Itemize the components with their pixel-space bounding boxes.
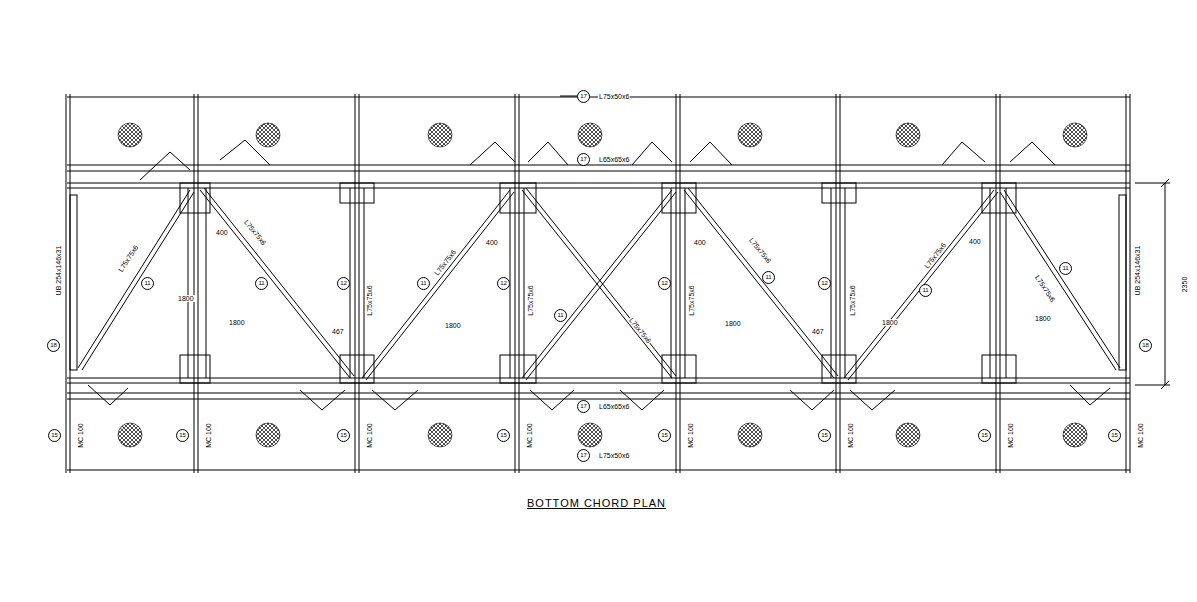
- member-label: L75x75x6: [849, 284, 856, 316]
- callout-number: 15: [497, 429, 510, 442]
- member-label: L75x75x6: [527, 284, 534, 316]
- callout-number: 15: [337, 429, 350, 442]
- callout-number: 15: [978, 429, 991, 442]
- member-label: 2350: [1181, 276, 1188, 294]
- member-label: 1800: [177, 295, 195, 302]
- member-label: 400: [215, 229, 229, 236]
- member-label: MC 100: [1007, 422, 1014, 449]
- callout-number: 17: [577, 400, 590, 413]
- callout-number: 15: [1108, 429, 1121, 442]
- callout-number: 12: [658, 277, 671, 290]
- member-label: MC 100: [1137, 422, 1144, 449]
- member-label: L75x50x6: [598, 93, 630, 100]
- member-label: L75x75x6: [366, 284, 373, 316]
- member-label: L75x50x6: [598, 452, 630, 459]
- member-label: L75x75x6: [688, 284, 695, 316]
- member-label: MC 100: [526, 422, 533, 449]
- member-label: MC 100: [687, 422, 694, 449]
- member-label: MC 100: [205, 422, 212, 449]
- member-label: 400: [968, 238, 982, 245]
- member-label: L75x75x6: [1033, 273, 1056, 304]
- callout-number: 12: [337, 277, 350, 290]
- callout-number: 11: [1059, 262, 1072, 275]
- member-label: 1800: [881, 319, 899, 326]
- member-label: MC 100: [77, 422, 84, 449]
- member-label: L75x75x6: [627, 316, 653, 346]
- callout-number: 11: [554, 309, 567, 322]
- member-label: UB 254x146x31: [55, 245, 62, 297]
- member-label: L75x75x6: [116, 243, 139, 274]
- callout-number: 11: [417, 277, 430, 290]
- member-label: 467: [331, 328, 345, 335]
- member-label: UB 254x146x31: [1134, 245, 1141, 297]
- member-label: 400: [485, 239, 499, 246]
- callout-number: 12: [497, 277, 510, 290]
- callout-number: 11: [255, 277, 268, 290]
- member-label: L75x75x6: [747, 236, 773, 266]
- member-label: 400: [693, 239, 707, 246]
- member-label: L75x75x6: [242, 218, 268, 248]
- callout-number: 15: [176, 429, 189, 442]
- callout-number: 17: [577, 449, 590, 462]
- callout-number: 15: [48, 429, 61, 442]
- member-label: 1800: [1034, 315, 1052, 322]
- member-label: MC 100: [847, 422, 854, 449]
- drawing-title: BOTTOM CHORD PLAN: [527, 497, 666, 509]
- callout-number: 18: [47, 339, 60, 352]
- callout-number: 15: [658, 429, 671, 442]
- member-label: L75x75x6: [922, 241, 947, 271]
- callout-number: 11: [919, 284, 932, 297]
- member-label: MC 100: [366, 422, 373, 449]
- member-label: 1800: [724, 320, 742, 327]
- member-label: 1800: [228, 319, 246, 326]
- callout-number: 17: [577, 90, 590, 103]
- member-label: L65x65x6: [598, 403, 630, 410]
- member-label: 467: [811, 328, 825, 335]
- member-label: 1800: [444, 322, 462, 329]
- member-label: L65x65x6: [598, 156, 630, 163]
- callout-number: 18: [1139, 339, 1152, 352]
- callout-number: 11: [141, 277, 154, 290]
- callout-number: 17: [577, 153, 590, 166]
- callout-number: 11: [762, 271, 775, 284]
- callout-number: 15: [818, 429, 831, 442]
- callout-number: 12: [818, 277, 831, 290]
